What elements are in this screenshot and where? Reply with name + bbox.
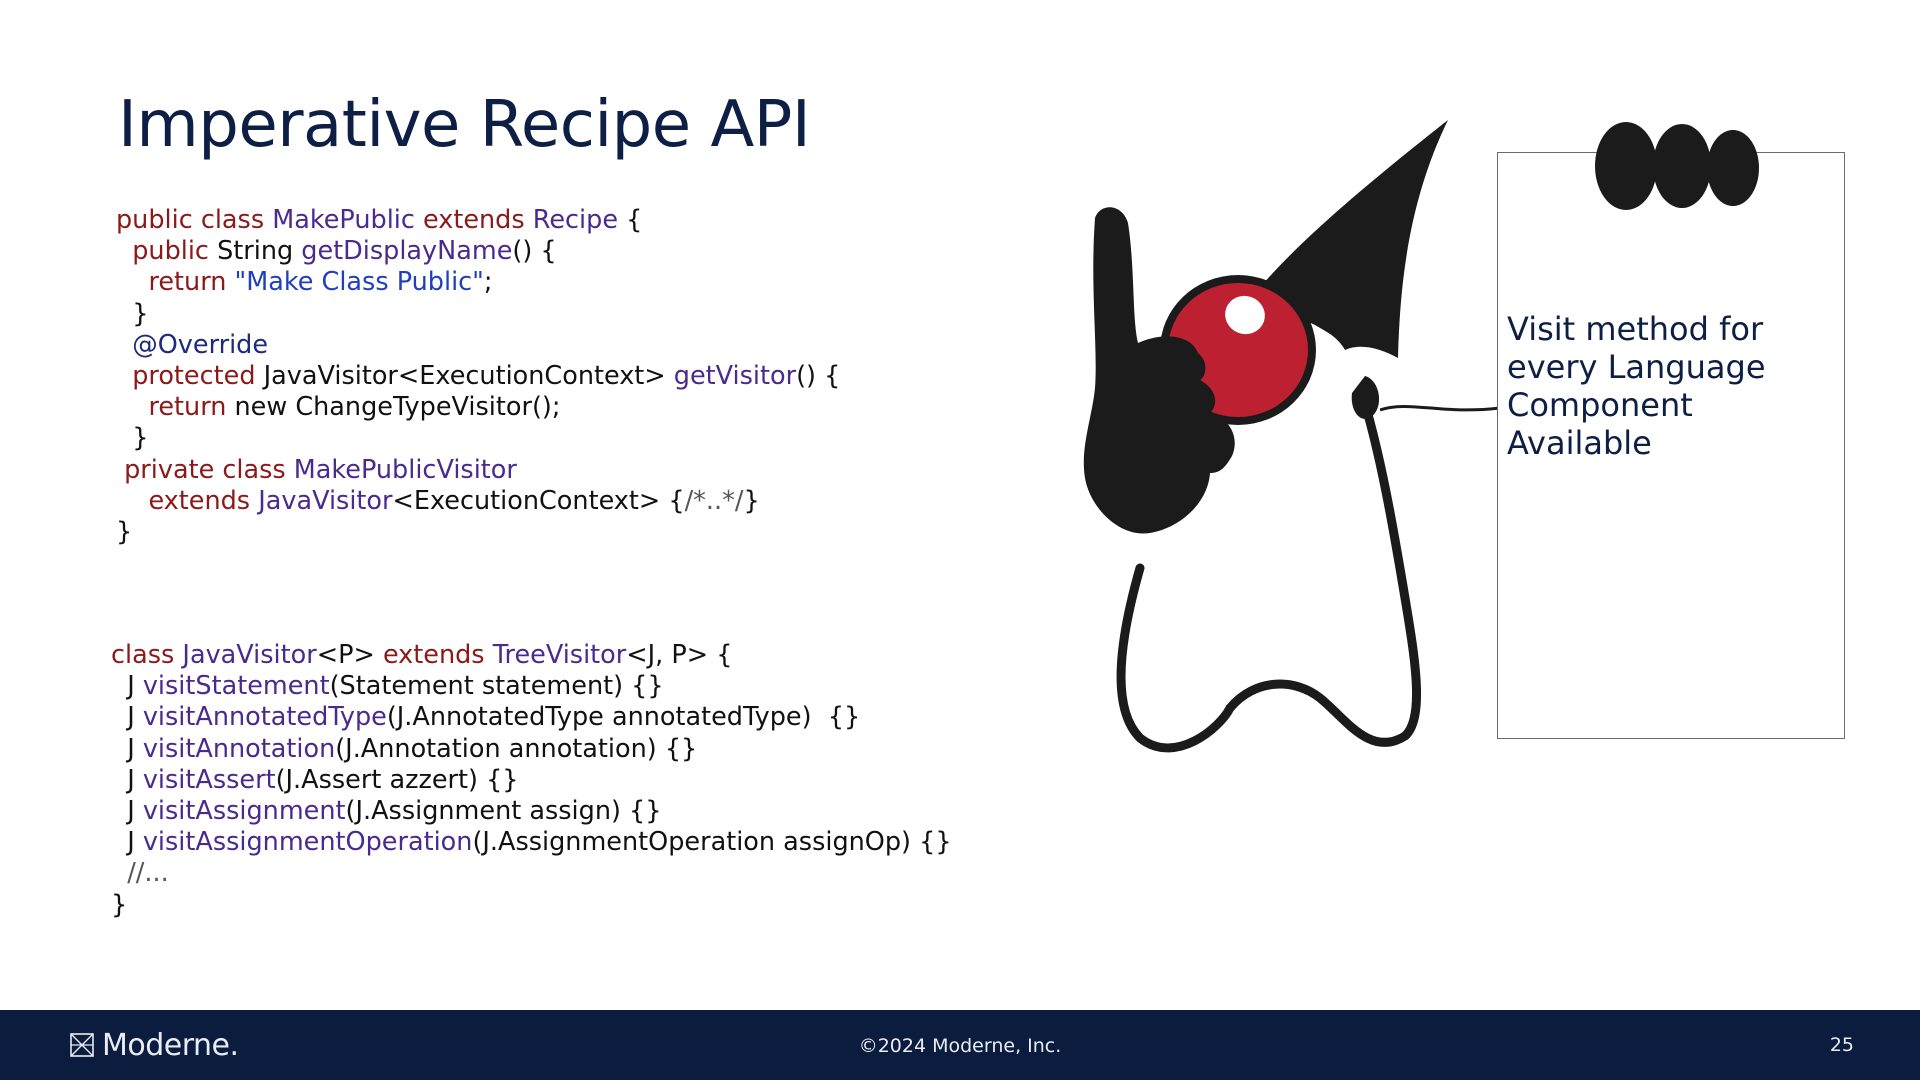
code-token: () { [796, 360, 841, 391]
callout-dots-icon [1595, 122, 1759, 210]
code-token: } [111, 889, 128, 920]
code-token [116, 455, 124, 485]
code-token: private class [124, 454, 294, 485]
code-token: MakePublic [272, 205, 423, 235]
code-token: visitAssignment [142, 795, 346, 826]
code-token: (J.Assert azzert) {} [275, 764, 519, 795]
slide-title: Imperative Recipe API [118, 88, 811, 162]
code-token: TreeVisitor [492, 640, 627, 670]
code-line: J visitAssert(J.Assert azzert) {} [111, 765, 952, 796]
code-line: J visitAnnotatedType(J.AnnotatedType ann… [111, 702, 952, 733]
code-token: MakePublicVisitor [293, 454, 517, 485]
code-line: extends JavaVisitor<ExecutionContext> {/… [116, 486, 840, 517]
code-line: return new ChangeTypeVisitor(); [116, 392, 840, 423]
code-line: @Override [116, 330, 840, 361]
code-token: visitStatement [142, 671, 330, 702]
code-line: return "Make Class Public"; [116, 267, 840, 298]
code-token: String [217, 236, 302, 267]
code-token: return [148, 392, 235, 423]
code-line: } [116, 517, 840, 548]
code-token: J [111, 795, 143, 826]
code-token: J [111, 827, 143, 858]
code-token: "Make Class Public" [234, 267, 484, 298]
code-token: Recipe [532, 205, 627, 235]
code-line: private class MakePublicVisitor [116, 455, 840, 486]
code-token: } [116, 298, 149, 329]
code-line: //... [111, 858, 952, 889]
code-token [116, 486, 148, 516]
code-token: <ExecutionContext> { [392, 485, 685, 516]
callout-connector-line [1380, 404, 1500, 412]
code-token: extends [423, 205, 533, 235]
code-token: extends [382, 640, 493, 670]
code-token: J [111, 733, 143, 764]
code-token: getVisitor [673, 360, 797, 391]
code-line: } [111, 890, 952, 921]
callout-box [1497, 152, 1845, 739]
code-token: } [116, 423, 149, 454]
code-line: } [116, 423, 840, 454]
footer-copyright: ©2024 Moderne, Inc. [858, 1035, 1062, 1057]
code-token: class [111, 640, 183, 670]
code-token: //... [111, 858, 169, 889]
code-token [116, 267, 148, 297]
recipe-code-block: public class MakePublic extends Recipe {… [116, 205, 840, 548]
code-token [116, 236, 132, 266]
code-line: J visitStatement(Statement statement) {} [111, 671, 952, 702]
code-line: public String getDisplayName() { [116, 236, 840, 267]
code-token: getDisplayName [301, 236, 513, 267]
code-token: visitAnnotation [142, 733, 336, 764]
code-token [116, 361, 132, 391]
code-token: } [116, 516, 133, 547]
code-line: protected JavaVisitor<ExecutionContext> … [116, 361, 840, 392]
code-token: (J.AnnotatedType annotatedType) {} [386, 702, 861, 733]
code-token: (J.Annotation annotation) {} [335, 733, 698, 764]
code-token: JavaVisitor [182, 640, 317, 670]
code-token: (Statement statement) {} [329, 671, 664, 702]
page-number: 25 [1829, 1034, 1854, 1056]
code-line: J visitAssignment(J.Assignment assign) {… [111, 796, 952, 827]
code-line: class JavaVisitor<P> extends TreeVisitor… [111, 640, 952, 671]
code-token: { [626, 205, 643, 235]
code-line: J visitAnnotation(J.Annotation annotatio… [111, 734, 952, 765]
code-token: new ChangeTypeVisitor(); [234, 392, 561, 423]
footer-logo: Moderne. [70, 1027, 239, 1063]
code-token: J [111, 764, 143, 795]
code-token: public class [116, 205, 273, 235]
moderne-logo-icon [70, 1033, 94, 1057]
code-token: return [148, 267, 235, 298]
code-line: } [116, 299, 840, 330]
footer-logo-text: Moderne. [102, 1027, 239, 1063]
code-token [116, 330, 132, 360]
code-token: JavaVisitor [258, 485, 393, 516]
code-token: () { [512, 236, 557, 267]
code-token: @Override [132, 329, 269, 360]
callout-text: Visit method for every Language Componen… [1507, 310, 1766, 462]
code-token: visitAnnotatedType [142, 702, 387, 733]
code-token: public [132, 236, 218, 267]
code-token: J [111, 671, 143, 702]
code-token: (J.Assignment assign) {} [345, 795, 662, 826]
code-line: public class MakePublic extends Recipe { [116, 205, 840, 236]
code-token: <P> [316, 640, 383, 670]
code-token: <J, P> { [626, 640, 733, 670]
code-line: J visitAssignmentOperation(J.AssignmentO… [111, 827, 952, 858]
code-token: JavaVisitor<ExecutionContext> [263, 360, 674, 391]
code-token [116, 392, 148, 422]
code-token: protected [132, 360, 264, 391]
code-token: ; [483, 267, 493, 298]
duke-mascot-illustration [1083, 120, 1448, 753]
code-token: visitAssert [142, 764, 276, 795]
code-token: /*..*/ [684, 485, 744, 516]
code-token: J [111, 702, 143, 733]
footer: Moderne. ©2024 Moderne, Inc. 25 [0, 1010, 1920, 1080]
visitor-code-block: class JavaVisitor<P> extends TreeVisitor… [111, 640, 952, 921]
code-token: visitAssignmentOperation [142, 827, 473, 858]
code-token: (J.AssignmentOperation assignOp) {} [472, 827, 952, 858]
code-token: extends [148, 485, 259, 516]
code-token: } [743, 485, 760, 516]
